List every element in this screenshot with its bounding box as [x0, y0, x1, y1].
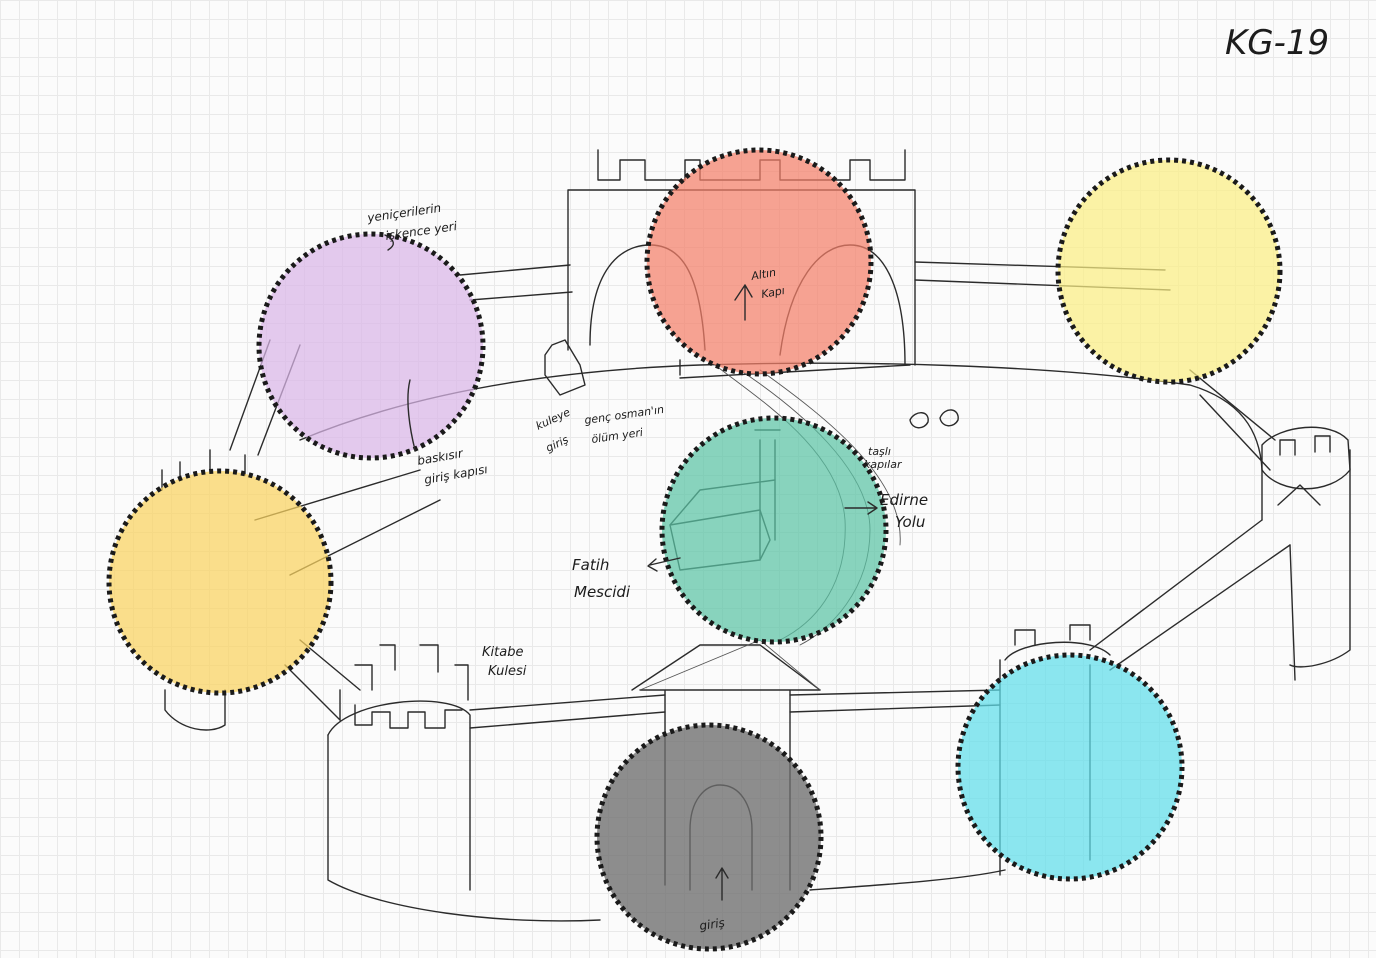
label-baskisir-1: baskısır [416, 446, 465, 468]
highlight-circles [109, 150, 1280, 949]
label-fatih-1: Fatih [572, 556, 609, 574]
label-genc-osman-1: genç osman'ın [584, 403, 665, 427]
east-tower-body [1262, 450, 1350, 667]
left-tower-base [165, 690, 225, 730]
label-kuleye-2: giriş [544, 433, 571, 455]
tasli-stones [910, 410, 958, 428]
small-tower [545, 340, 585, 395]
label-yeniceri-1: yeniçerilerin [365, 201, 441, 225]
east-tower-top [1262, 427, 1350, 488]
label-baskisir-2: giriş kapısı [423, 462, 489, 487]
highlight-circle-red [647, 150, 871, 374]
label-edirne-1: Edirne [880, 491, 928, 509]
sheet-code: KG-19 [1225, 23, 1329, 63]
label-yeniceri-2: işkence yeri [384, 219, 458, 243]
wall-front-right [790, 690, 1000, 712]
label-tasli-2: kapılar [864, 458, 903, 471]
highlight-circle-gray [597, 725, 821, 949]
highlight-circle-yellow-right [1058, 160, 1280, 382]
label-kuleye-1: kuleye [534, 405, 573, 432]
east-tower-merlons [1280, 436, 1330, 455]
label-genc-osman-2: ölüm yeri [591, 426, 644, 446]
southeast-tower-merlons [1015, 625, 1090, 645]
highlight-circle-green [662, 418, 886, 642]
highlight-circle-yellow-left [109, 471, 331, 693]
label-kitabe-1: Kitabe [482, 645, 523, 660]
entrance-gate-roof [632, 645, 820, 690]
label-kitabe-2: Kulesi [488, 664, 527, 679]
label-tasli-1: taşlı [868, 445, 891, 458]
wall-front-left [470, 695, 665, 728]
highlight-circle-purple [259, 234, 483, 458]
road-to-entrance [640, 640, 820, 690]
label-fatih-2: Mescidi [574, 583, 631, 601]
label-edirne-2: Yolu [895, 513, 925, 531]
highlight-circle-cyan [958, 655, 1182, 879]
wall-north-left [460, 265, 572, 300]
wall-south-east [1090, 520, 1290, 670]
